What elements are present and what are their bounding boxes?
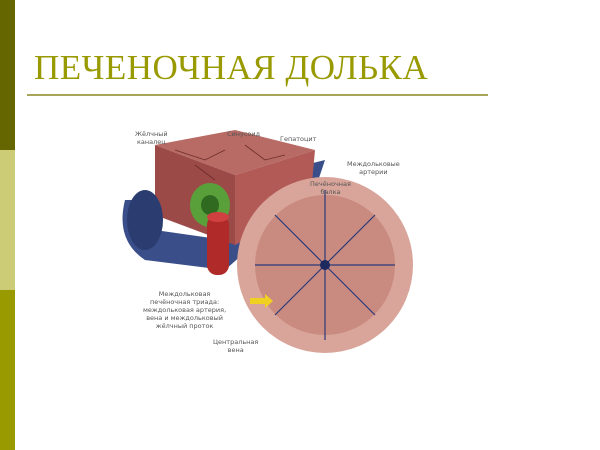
accent-bar-top bbox=[0, 0, 15, 150]
vein-opening bbox=[127, 190, 163, 250]
label-hepatocyte: Гепатоцит bbox=[280, 135, 317, 143]
label-hepatic-plate: Печёночная балка bbox=[310, 180, 351, 196]
title-underline bbox=[27, 94, 488, 96]
label-sinusoid: Синусоид bbox=[227, 130, 261, 138]
label-bile-canaliculus: Жёлчный каналец bbox=[135, 130, 168, 146]
tissue-block-top bbox=[155, 130, 315, 175]
artery-shape bbox=[207, 215, 229, 275]
portal-vein-shape bbox=[122, 160, 325, 270]
label-portal-triad: Междольковая печёночная триада: междольк… bbox=[143, 290, 227, 330]
label-central-vein: Центральная вена bbox=[213, 338, 259, 354]
arrow-icon bbox=[250, 294, 273, 308]
label-interlobular-vessels: Междольковые артерии bbox=[347, 160, 400, 176]
illustration-svg bbox=[122, 130, 413, 353]
liver-lobule-illustration: Жёлчный каналец Синусоид Гепатоцит Междо… bbox=[115, 120, 415, 364]
accent-bar-middle bbox=[0, 150, 15, 290]
central-vein-shape bbox=[320, 260, 330, 270]
slide-title: ПЕЧЕНОЧНАЯ ДОЛЬКА bbox=[34, 48, 429, 87]
accent-bar-bottom bbox=[0, 290, 15, 450]
